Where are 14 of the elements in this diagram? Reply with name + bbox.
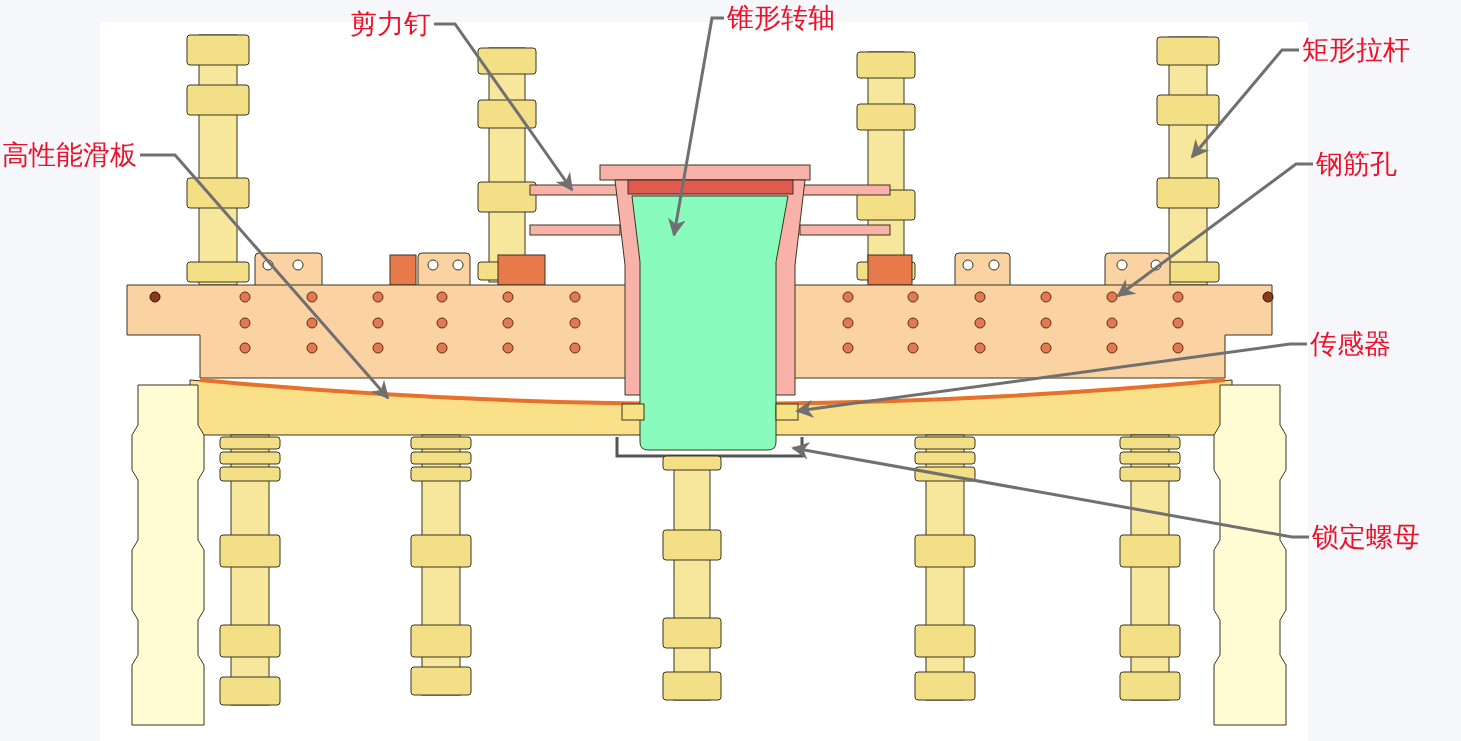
leader-line bbox=[1190, 48, 1299, 159]
leader-line bbox=[795, 342, 1307, 418]
part-label: 传感器 bbox=[1310, 328, 1391, 361]
leader-line bbox=[791, 442, 1309, 539]
part-label: 矩形拉杆 bbox=[1302, 34, 1410, 67]
part-label: 锥形转轴 bbox=[727, 2, 835, 35]
leader-line bbox=[667, 16, 724, 237]
part-label: 高性能滑板 bbox=[2, 139, 137, 172]
leader-line bbox=[434, 22, 574, 192]
part-label: 钢筋孔 bbox=[1316, 148, 1397, 181]
part-label: 锁定螺母 bbox=[1312, 521, 1420, 554]
leader-line bbox=[1116, 162, 1313, 298]
part-label: 剪力钉 bbox=[350, 8, 431, 41]
leader-line bbox=[140, 153, 390, 400]
